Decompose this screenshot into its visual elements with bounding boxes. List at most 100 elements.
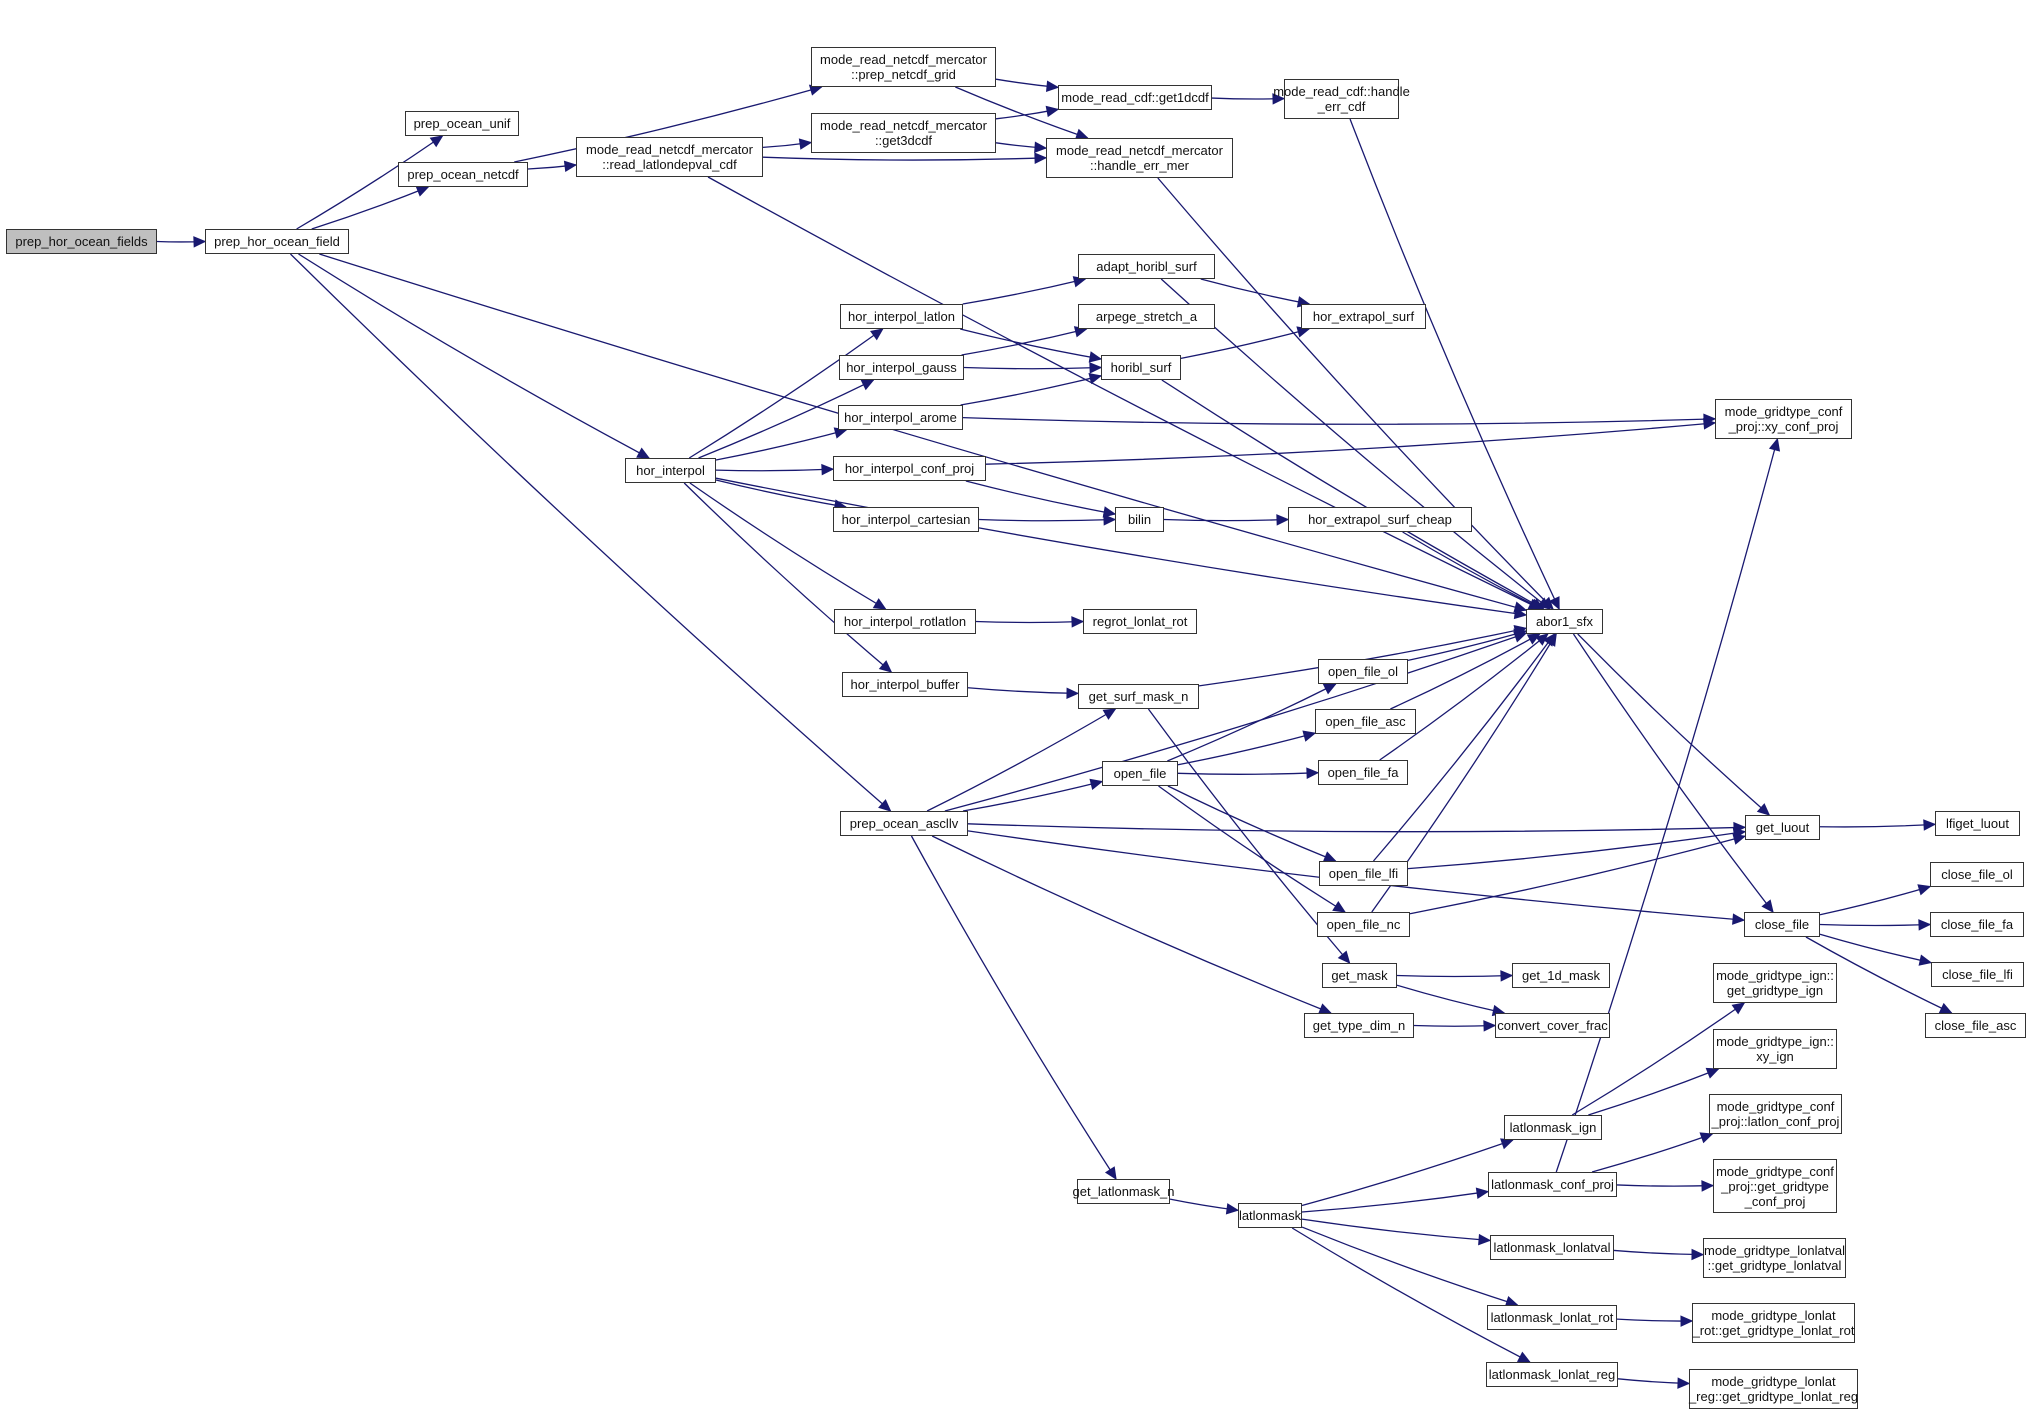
edge-prep-hor-ocean-field-to-prep-ocean-ascllv <box>290 253 891 812</box>
node-hor-interpol-conf-proj[interactable]: hor_interpol_conf_proj <box>833 456 986 481</box>
edge-open-file-to-open-file-fa <box>1177 772 1319 775</box>
arrowhead-icon <box>1691 1248 1705 1261</box>
node-close-file-lfi[interactable]: close_file_lfi <box>1931 962 2024 987</box>
node-get-mask[interactable]: get_mask <box>1322 963 1397 988</box>
node-prep-hor-ocean-field[interactable]: prep_hor_ocean_field <box>205 229 349 254</box>
node-open-file[interactable]: open_file <box>1102 761 1178 786</box>
node-open-file-fa[interactable]: open_file_fa <box>1318 760 1408 785</box>
node-handle-err-cdf[interactable]: mode_read_cdf::handle _err_cdf <box>1273 79 1410 119</box>
edge-prep-hor-ocean-field-to-abor1-sfx <box>319 253 1527 611</box>
node-lfiget-luout[interactable]: lfiget_luout <box>1935 811 2020 836</box>
edge-horibl-surf-to-hor-extrapol-surf <box>1180 328 1310 359</box>
node-prep-hor-ocean-fields[interactable]: prep_hor_ocean_fields <box>6 229 157 254</box>
edge-abor1-sfx-to-get-luout <box>1577 633 1770 816</box>
node-adapt-horibl-surf[interactable]: adapt_horibl_surf <box>1078 254 1215 279</box>
node-latlon-conf-proj[interactable]: mode_gridtype_conf _proj::latlon_conf_pr… <box>1709 1094 1842 1134</box>
node-hor-interpol-arome[interactable]: hor_interpol_arome <box>838 405 963 430</box>
node-hor-interpol-latlon[interactable]: hor_interpol_latlon <box>840 304 963 329</box>
arrowhead-icon <box>1088 372 1103 385</box>
arrowhead-icon <box>1322 683 1337 695</box>
node-get-gridtype-lonlat-reg[interactable]: mode_gridtype_lonlat _reg::get_gridtype_… <box>1689 1369 1858 1409</box>
node-handle-err-mer[interactable]: mode_read_netcdf_mercator ::handle_err_m… <box>1046 138 1233 178</box>
arrowhead-icon <box>1034 152 1048 164</box>
edge-hor-interpol-gauss-to-arpege-stretch-a <box>961 328 1087 356</box>
node-prep-ocean-ascllv[interactable]: prep_ocean_ascllv <box>840 811 968 836</box>
node-get-gridtype-ign[interactable]: mode_gridtype_ign:: get_gridtype_ign <box>1713 963 1837 1003</box>
edge-close-file-to-close-file-lfi <box>1819 933 1932 964</box>
node-get-latlonmask-n[interactable]: get_latlonmask_n <box>1073 1179 1174 1204</box>
edge-hor-interpol-rotlatlon-to-regrot-lonlat-rot <box>975 620 1084 624</box>
edge-latlonmask-to-latlonmask-lonlatval <box>1301 1218 1491 1242</box>
node-get1dcdf[interactable]: mode_read_cdf::get1dcdf <box>1058 85 1212 110</box>
arrowhead-icon <box>1549 596 1560 611</box>
edge-prep-hor-ocean-field-to-prep-ocean-unif <box>296 135 443 230</box>
node-close-file-ol[interactable]: close_file_ol <box>1930 862 2024 887</box>
edge-hor-interpol-to-hor-interpol-gauss <box>698 379 874 459</box>
arrowhead-icon <box>1699 1132 1714 1144</box>
arrowhead-icon <box>1768 437 1781 452</box>
node-horibl-surf[interactable]: horibl_surf <box>1101 355 1181 380</box>
edge-prep-ocean-ascllv-to-get-latlonmask-n <box>910 835 1117 1180</box>
node-open-file-nc[interactable]: open_file_nc <box>1317 912 1410 937</box>
arrowhead-icon <box>870 328 884 341</box>
node-read-latlondepval-cdf[interactable]: mode_read_netcdf_mercator ::read_latlond… <box>576 137 763 177</box>
node-hor-interpol-buffer[interactable]: hor_interpol_buffer <box>842 672 968 697</box>
arrowhead-icon <box>429 135 444 148</box>
node-regrot-lonlat-rot[interactable]: regrot_lonlat_rot <box>1083 609 1197 634</box>
arrowhead-icon <box>1500 970 1514 982</box>
node-hor-interpol[interactable]: hor_interpol <box>625 458 716 483</box>
edge-close-file-to-close-file-fa <box>1819 923 1931 927</box>
arrowhead-icon <box>1701 1180 1715 1192</box>
node-get-luout[interactable]: get_luout <box>1745 815 1820 840</box>
node-get-gridtype-conf-proj[interactable]: mode_gridtype_conf _proj::get_gridtype _… <box>1713 1159 1837 1213</box>
node-close-file[interactable]: close_file <box>1744 912 1820 937</box>
node-get-surf-mask-n[interactable]: get_surf_mask_n <box>1078 684 1199 709</box>
node-hor-interpol-rotlatlon[interactable]: hor_interpol_rotlatlon <box>834 609 976 634</box>
edge-latlonmask-to-latlonmask-lonlat-rot <box>1301 1226 1518 1306</box>
node-get3dcdf[interactable]: mode_read_netcdf_mercator ::get3dcdf <box>811 113 996 153</box>
arrowhead-icon <box>1306 767 1320 779</box>
node-latlonmask-conf-proj[interactable]: latlonmask_conf_proj <box>1488 1172 1617 1197</box>
node-bilin[interactable]: bilin <box>1115 507 1164 532</box>
edge-open-file-lfi-to-abor1-sfx <box>1372 633 1556 862</box>
edge-prep-ocean-netcdf-to-prep-netcdf-grid <box>514 86 822 163</box>
edge-get-luout-to-lfiget-luout <box>1819 823 1936 828</box>
node-hor-extrapol-surf-cheap[interactable]: hor_extrapol_surf_cheap <box>1288 507 1472 532</box>
node-latlonmask-lonlatval[interactable]: latlonmask_lonlatval <box>1490 1235 1614 1260</box>
node-abor1-sfx[interactable]: abor1_sfx <box>1526 609 1603 634</box>
arrowhead-icon <box>1104 1166 1117 1181</box>
arrowhead-icon <box>1500 1138 1514 1150</box>
node-arpege-stretch-a[interactable]: arpege_stretch_a <box>1078 304 1215 329</box>
node-prep-netcdf-grid[interactable]: mode_read_netcdf_mercator ::prep_netcdf_… <box>811 47 996 87</box>
node-get-gridtype-lonlat-rot[interactable]: mode_gridtype_lonlat _rot::get_gridtype_… <box>1692 1303 1855 1343</box>
node-prep-ocean-unif[interactable]: prep_ocean_unif <box>405 111 519 136</box>
node-open-file-lfi[interactable]: open_file_lfi <box>1319 861 1408 886</box>
node-prep-ocean-netcdf[interactable]: prep_ocean_netcdf <box>398 162 528 187</box>
node-get-type-dim-n[interactable]: get_type_dim_n <box>1304 1013 1414 1038</box>
arrowhead-icon <box>1732 913 1746 925</box>
node-xy-conf-proj[interactable]: mode_gridtype_conf _proj::xy_conf_proj <box>1715 399 1852 439</box>
node-xy-ign[interactable]: mode_gridtype_ign:: xy_ign <box>1713 1029 1837 1069</box>
node-get-gridtype-lonlatval[interactable]: mode_gridtype_lonlatval ::get_gridtype_l… <box>1703 1238 1846 1278</box>
edge-close-file-to-close-file-ol <box>1819 885 1931 916</box>
node-hor-interpol-gauss[interactable]: hor_interpol_gauss <box>839 355 964 380</box>
node-hor-interpol-cartesian[interactable]: hor_interpol_cartesian <box>833 507 979 532</box>
node-latlonmask-lonlat-reg[interactable]: latlonmask_lonlat_reg <box>1486 1362 1618 1387</box>
node-close-file-fa[interactable]: close_file_fa <box>1930 912 2024 937</box>
arrowhead-icon <box>1302 730 1317 742</box>
node-latlonmask[interactable]: latlonmask <box>1238 1203 1302 1228</box>
node-hor-extrapol-surf[interactable]: hor_extrapol_surf <box>1301 304 1426 329</box>
node-open-file-ol[interactable]: open_file_ol <box>1318 659 1408 684</box>
edge-open-file-ol-to-abor1-sfx <box>1407 630 1527 661</box>
node-open-file-asc[interactable]: open_file_asc <box>1315 709 1416 734</box>
arrowhead-icon <box>1089 362 1103 374</box>
node-latlonmask-ign[interactable]: latlonmask_ign <box>1504 1115 1602 1140</box>
edge-horibl-surf-to-abor1-sfx <box>1161 379 1544 610</box>
node-latlonmask-lonlat-rot[interactable]: latlonmask_lonlat_rot <box>1487 1305 1617 1330</box>
node-close-file-asc[interactable]: close_file_asc <box>1925 1013 2026 1038</box>
node-get-1d-mask[interactable]: get_1d_mask <box>1512 963 1610 988</box>
node-convert-cover-frac[interactable]: convert_cover_frac <box>1495 1013 1610 1038</box>
edge-hor-interpol-cartesian-to-bilin <box>978 518 1116 522</box>
edge-get-mask-to-convert-cover-frac <box>1396 984 1505 1014</box>
